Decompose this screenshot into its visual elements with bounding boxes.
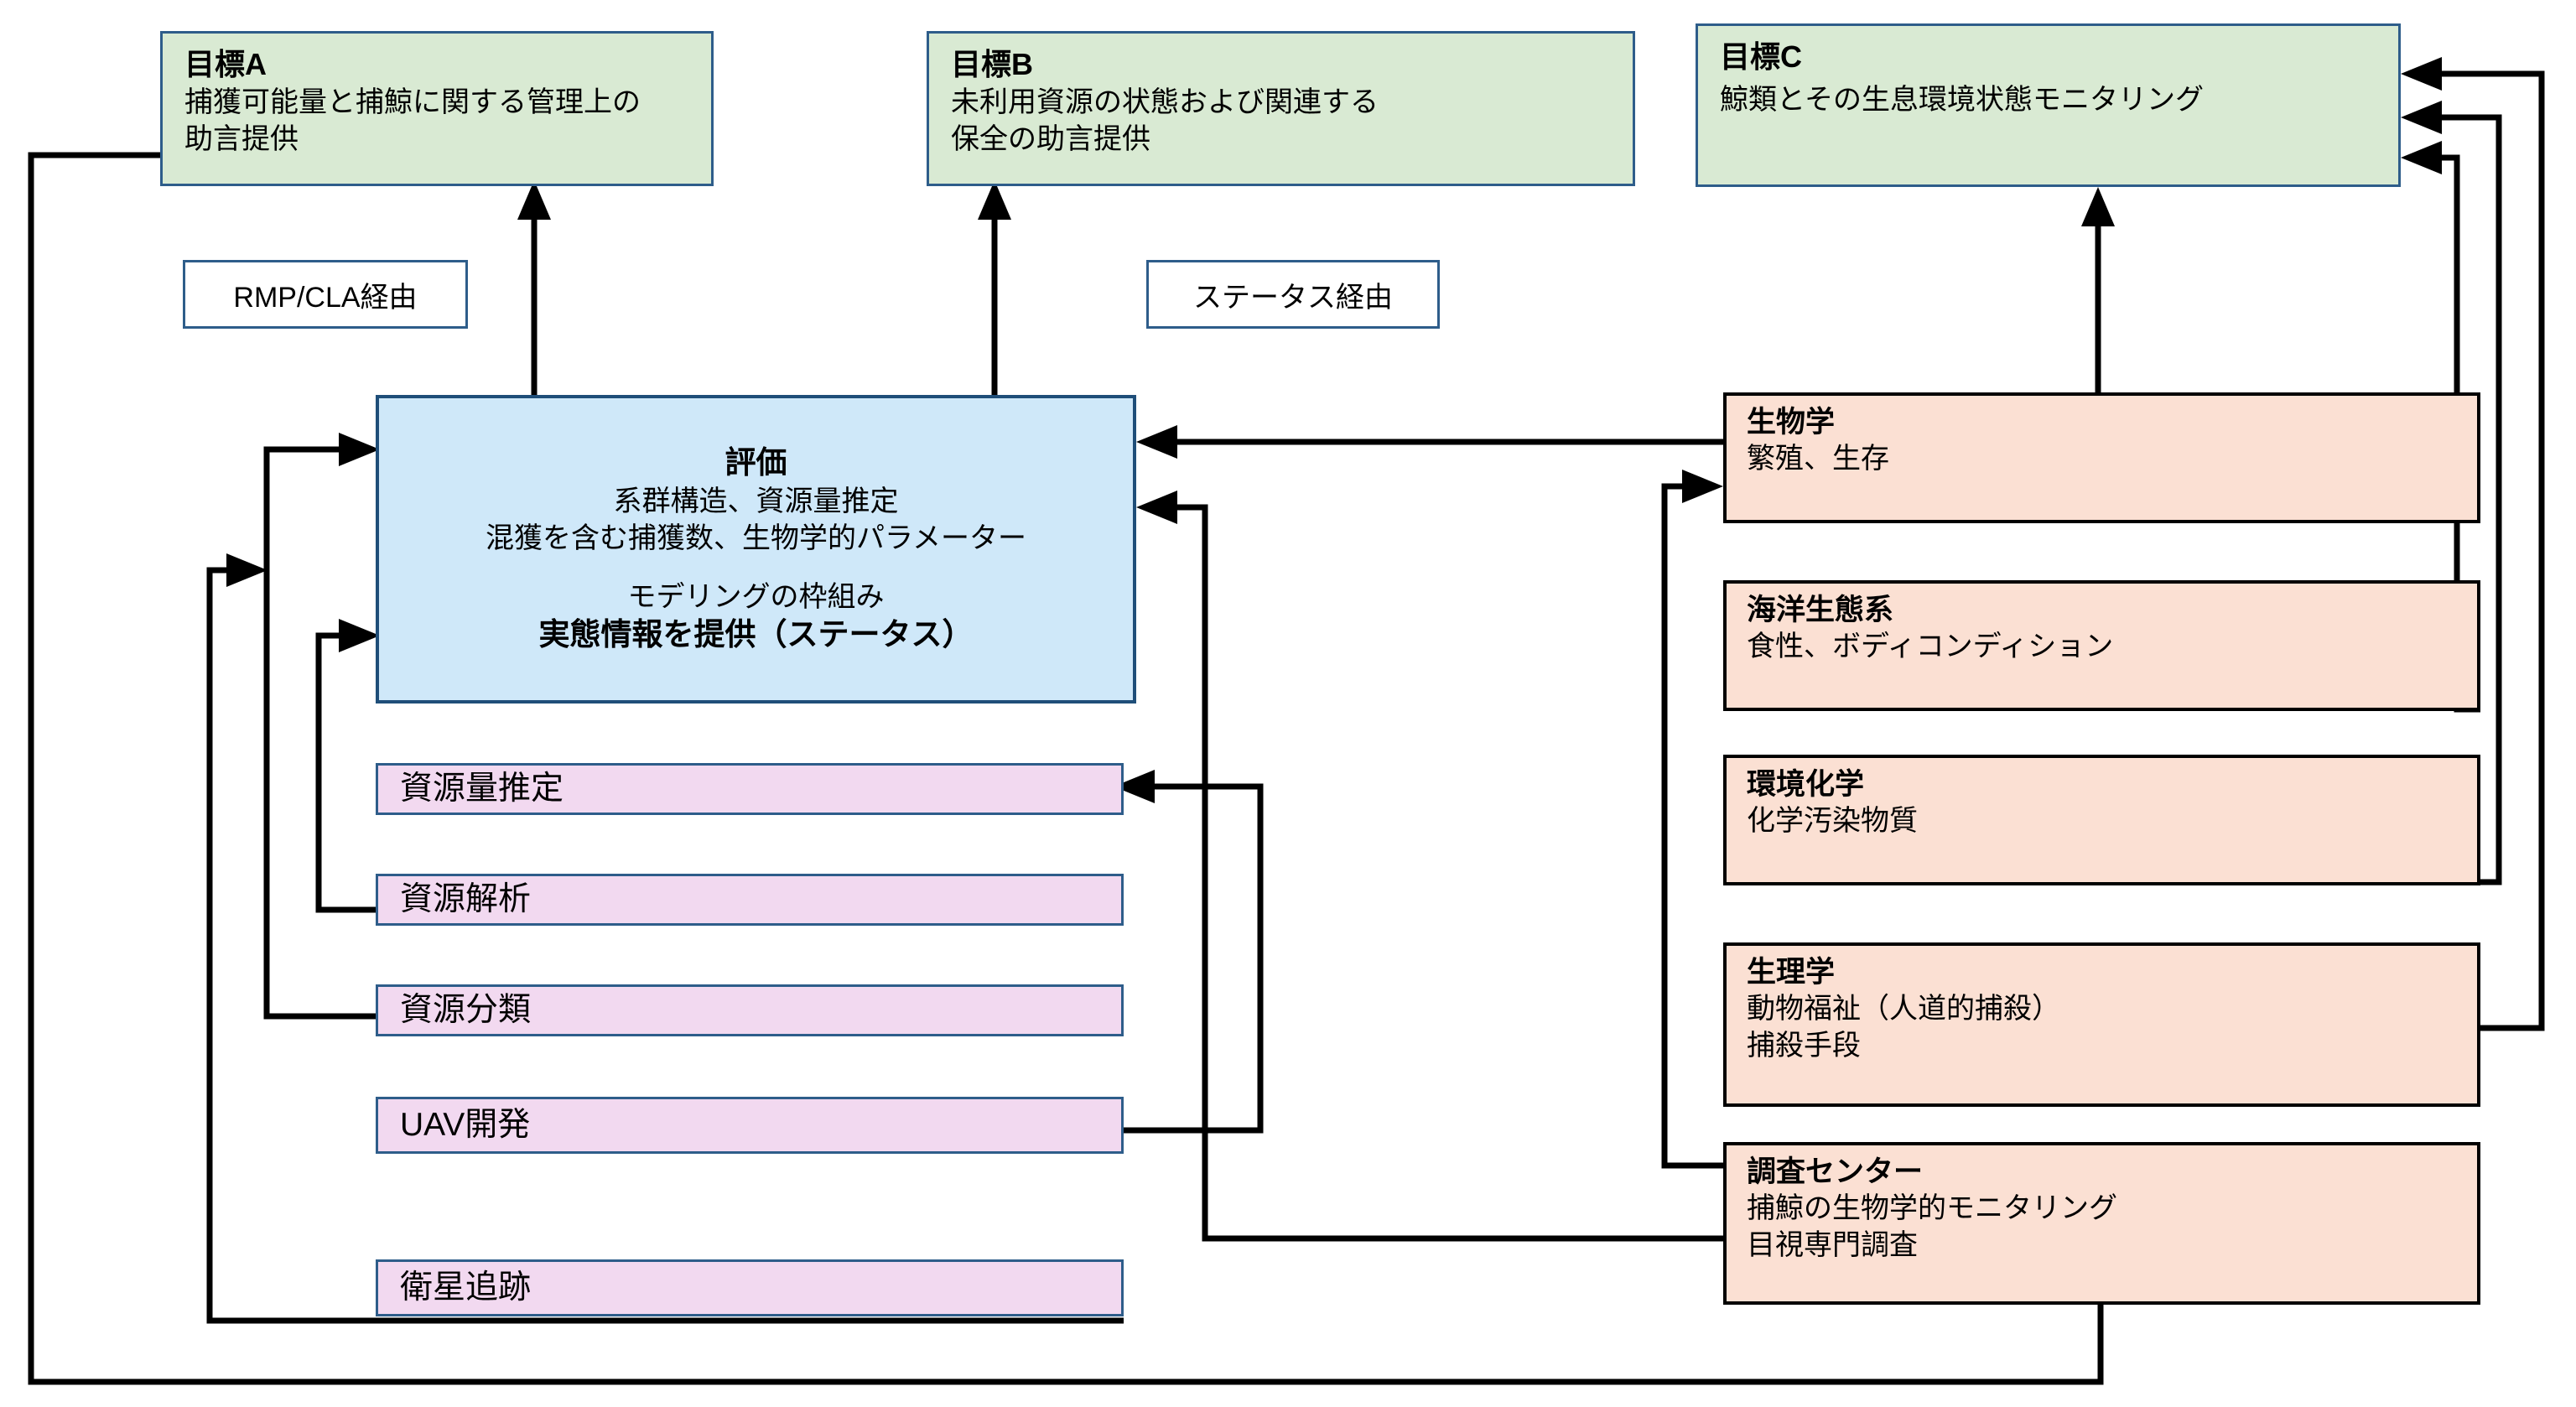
disc-marine-ecosystem-line1: 食性、ボディコンディション	[1747, 631, 2114, 663]
disc-env-chemistry-line1: 化学汚染物質	[1747, 805, 1918, 838]
disc-biology-line1: 繁殖、生存	[1747, 443, 1889, 475]
edge-research-center-to-eval	[1136, 491, 1723, 1242]
goal-c-desc-line1: 鯨類とその生息環境状態モニタリング	[1720, 84, 2204, 117]
edge-eval-to-goal-a	[517, 180, 551, 395]
edge-biology-to-goal-c	[2081, 187, 2115, 392]
method-analysis-label: 資源解析	[400, 880, 532, 917]
method-abundance-box[interactable]: 資源量推定	[376, 763, 1124, 815]
disc-physiology-box[interactable]: 生理学 動物福祉（人道的捕殺） 捕殺手段	[1723, 942, 2480, 1107]
disc-marine-ecosystem-box[interactable]: 海洋生態系 食性、ボディコンディション	[1723, 580, 2480, 711]
disc-env-chemistry-title: 環境化学	[1747, 768, 1865, 801]
method-uav-box[interactable]: UAV開発	[376, 1097, 1124, 1154]
edge-research-center-to-biology	[1661, 470, 1723, 1169]
method-uav-label: UAV開発	[400, 1106, 531, 1143]
disc-research-center-line1: 捕鯨の生物学的モニタリング	[1747, 1192, 2117, 1225]
evaluation-line2: 混獲を含む捕獲数、生物学的パラメーター	[486, 522, 1026, 554]
evaluation-line1: 系群構造、資源量推定	[613, 485, 899, 517]
goal-a-box[interactable]: 目標A 捕獲可能量と捕鯨に関する管理上の 助言提供	[160, 31, 714, 186]
goal-b-desc-line2: 保全の助言提供	[951, 123, 1150, 156]
disc-research-center-box[interactable]: 調査センター 捕鯨の生物学的モニタリング 目視専門調査	[1723, 1142, 2480, 1305]
status-label-box: ステータス経由	[1146, 260, 1440, 329]
goal-b-box[interactable]: 目標B 未利用資源の状態および関連する 保全の助言提供	[927, 31, 1635, 186]
disc-biology-box[interactable]: 生物学 繁殖、生存	[1723, 392, 2480, 523]
method-satellite-box[interactable]: 衛星追跡	[376, 1259, 1124, 1316]
goal-a-desc-line2: 助言提供	[184, 123, 299, 156]
goal-c-title: 目標C	[1720, 39, 1802, 74]
method-abundance-label: 資源量推定	[400, 770, 564, 807]
evaluation-title: 評価	[724, 445, 787, 480]
rmp-cla-label-text: RMP/CLA経由	[233, 281, 418, 314]
disc-physiology-title: 生理学	[1747, 956, 1836, 989]
disc-research-center-line2: 目視専門調査	[1747, 1228, 1918, 1261]
evaluation-line3: モデリングの枠組み	[627, 581, 885, 614]
disc-physiology-line2: 捕殺手段	[1747, 1029, 1861, 1062]
goal-c-box[interactable]: 目標C 鯨類とその生息環境状態モニタリング	[1696, 23, 2401, 187]
goal-b-title: 目標B	[951, 47, 1033, 81]
disc-physiology-line1: 動物福祉（人道的捕殺）	[1747, 993, 2060, 1025]
rmp-cla-label-box: RMP/CLA経由	[183, 260, 468, 329]
disc-biology-title: 生物学	[1747, 406, 1836, 439]
method-classification-label: 資源分類	[400, 991, 532, 1028]
evaluation-box[interactable]: 評価 系群構造、資源量推定 混獲を含む捕獲数、生物学的パラメーター モデリングの…	[376, 395, 1136, 704]
goal-a-title: 目標A	[184, 47, 267, 81]
status-label-text: ステータス経由	[1193, 281, 1393, 314]
disc-research-center-title: 調査センター	[1747, 1155, 1924, 1188]
method-analysis-box[interactable]: 資源解析	[376, 874, 1124, 926]
method-satellite-label: 衛星追跡	[400, 1269, 532, 1306]
disc-env-chemistry-box[interactable]: 環境化学 化学汚染物質	[1723, 755, 2480, 885]
method-classification-box[interactable]: 資源分類	[376, 984, 1124, 1036]
goal-b-desc-line1: 未利用資源の状態および関連する	[951, 86, 1379, 119]
goal-a-desc-line1: 捕獲可能量と捕鯨に関する管理上の	[184, 86, 641, 119]
edge-biology-to-eval	[1136, 425, 1723, 459]
edge-eval-to-goal-b	[978, 180, 1011, 395]
edge-uav-to-abundance	[1114, 770, 1264, 1134]
disc-marine-ecosystem-title: 海洋生態系	[1747, 594, 1894, 626]
evaluation-line4: 実態情報を提供（ステータス）	[538, 617, 974, 652]
